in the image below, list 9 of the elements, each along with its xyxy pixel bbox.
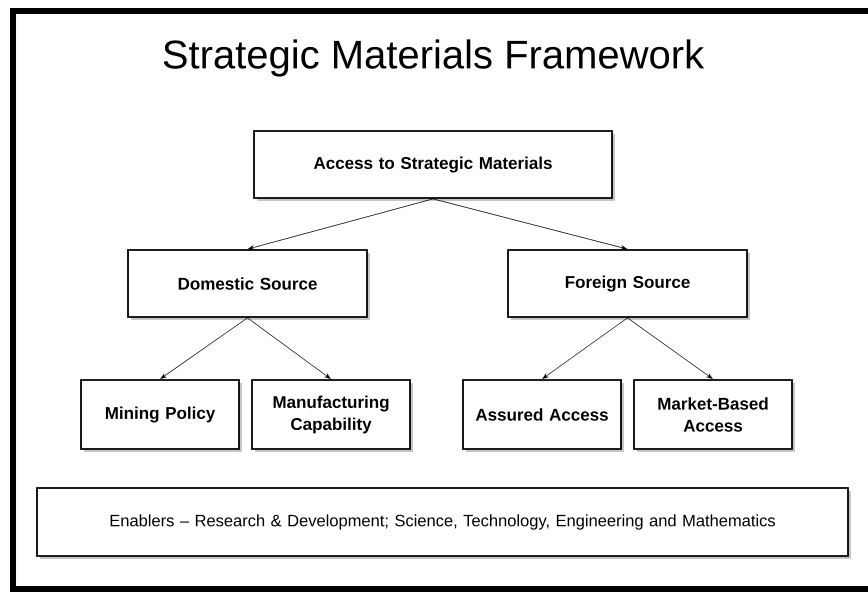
process-box: Mining Policy	[80, 379, 242, 452]
process-box: Domestic Source	[127, 249, 370, 320]
process-box: Foreign Source	[507, 249, 750, 320]
process-box: Access to Strategic Materials	[253, 130, 615, 201]
process-box: Assured Access	[462, 379, 624, 452]
title: Strategic Materials Framework	[164, 39, 704, 77]
process-box: Market-Based Access	[633, 379, 795, 452]
process-box: Enablers – Research & Development; Science, Technology, Engineering and Mathematics	[36, 487, 851, 559]
process-box: Manufacturing Capability	[251, 379, 413, 452]
